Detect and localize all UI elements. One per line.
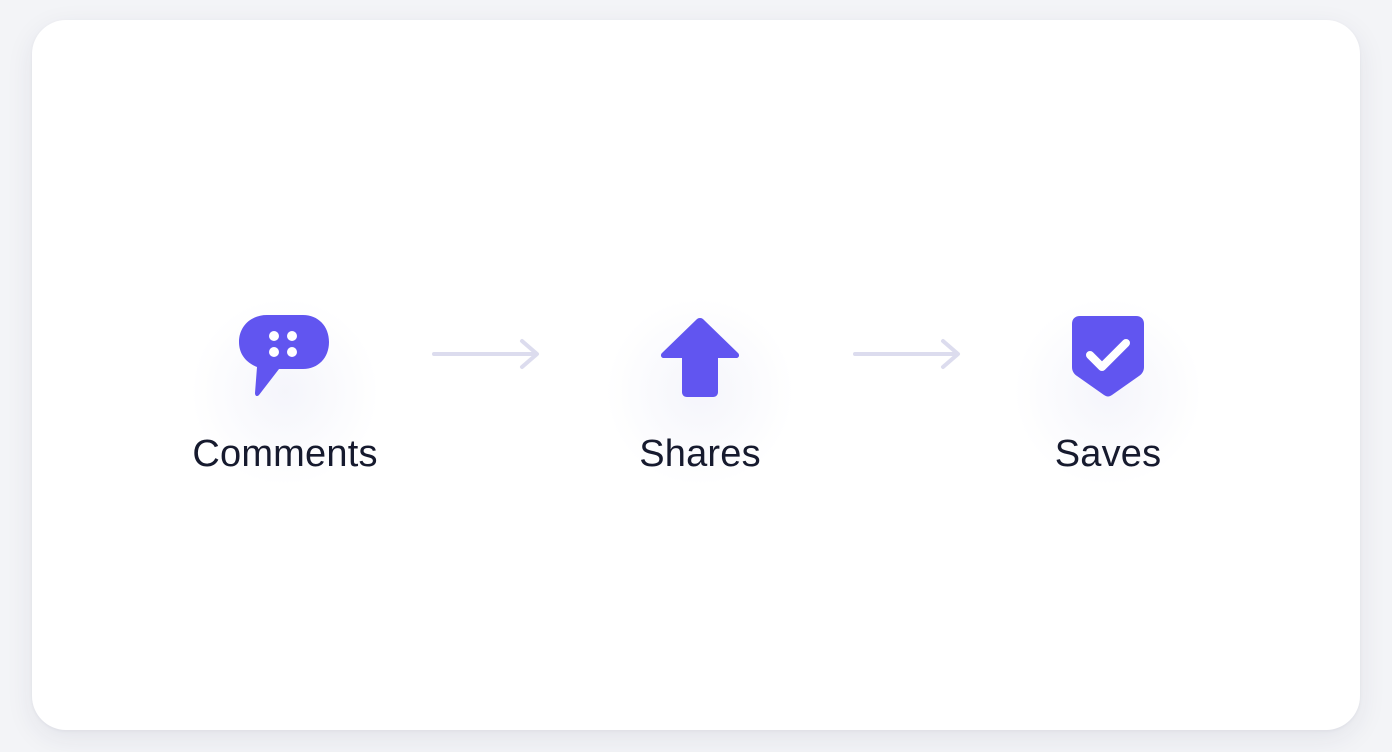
step-shares: Shares — [590, 282, 810, 502]
shield-check-icon — [1058, 306, 1158, 406]
up-arrow-icon — [650, 306, 750, 406]
step-saves: Saves — [998, 282, 1218, 502]
shield-check-icon-svg — [1072, 316, 1144, 397]
connector-arrow-icon — [432, 339, 539, 369]
chat-bubble-icon — [235, 306, 335, 406]
up-arrow-icon-svg — [660, 318, 740, 397]
flow-card: Comments Shares Saves — [32, 20, 1360, 730]
step-label-shares: Shares — [639, 433, 761, 475]
step-label-saves: Saves — [1054, 433, 1162, 475]
connector-arrow-icon — [853, 339, 960, 369]
chat-bubble-icon-svg — [239, 315, 329, 397]
step-comments: Comments — [175, 282, 395, 502]
step-label-comments: Comments — [192, 433, 378, 475]
